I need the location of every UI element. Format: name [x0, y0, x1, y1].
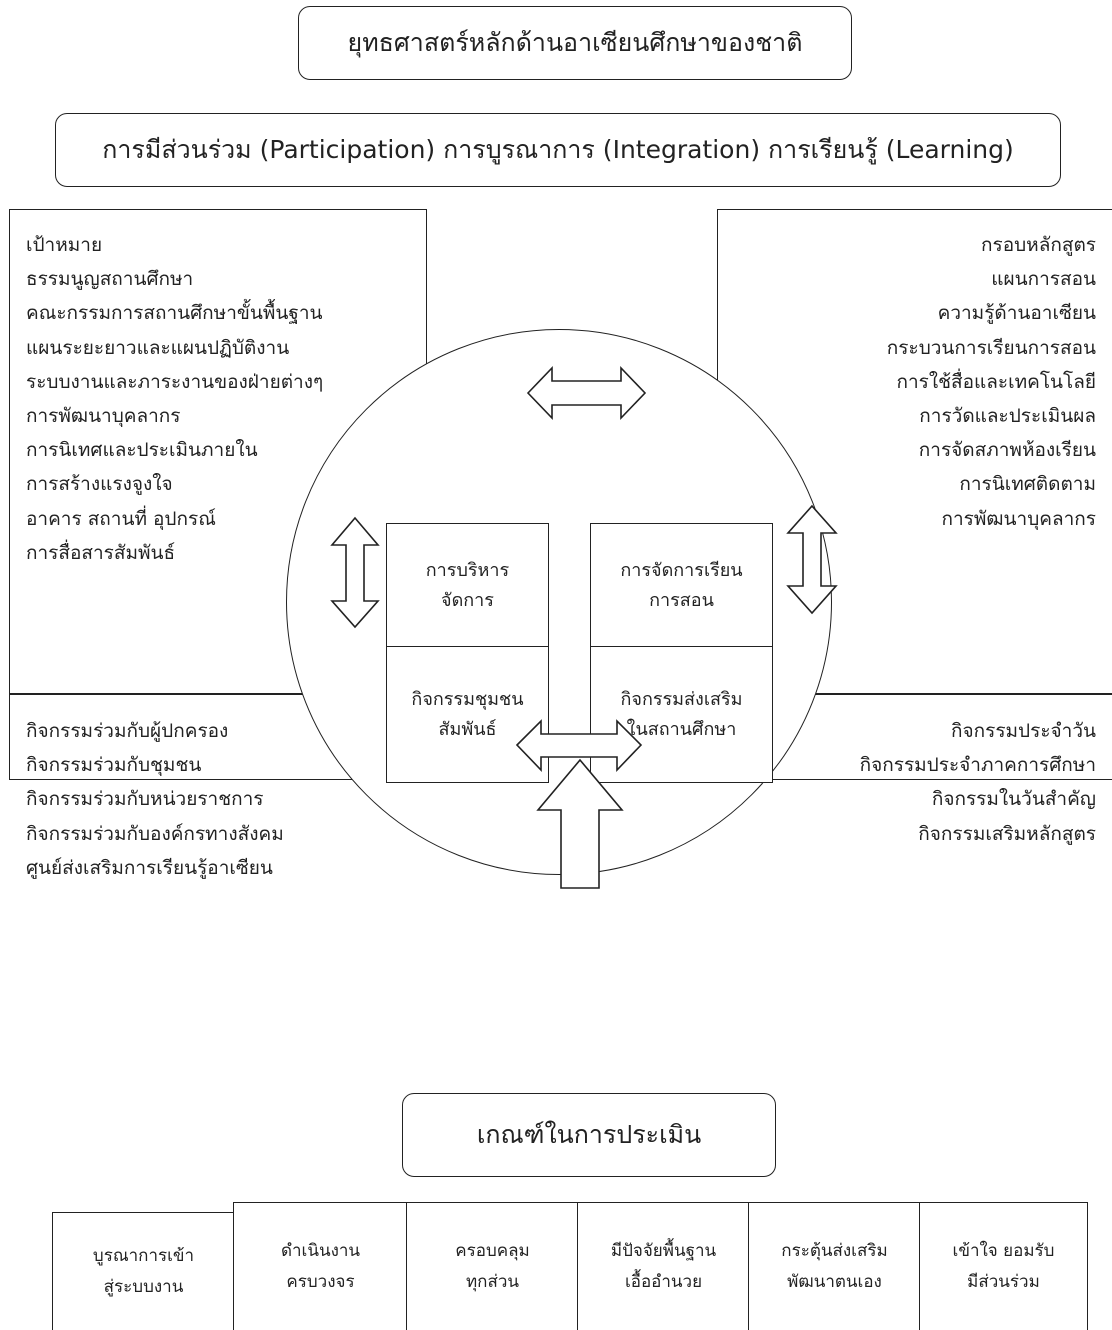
community-quadrant: กิจกรรมชุมชน สัมพันธ์: [386, 646, 549, 783]
list-item: กระบวนการเรียนการสอน: [886, 336, 1096, 359]
teaching-quadrant: การจัดการเรียน การสอน: [590, 523, 773, 648]
criteria-text: สู่ระบบงาน: [103, 1276, 184, 1297]
criteria-cell: บูรณาการเข้า สู่ระบบงาน: [52, 1212, 235, 1330]
evaluation-title: เกณฑ์ในการประเมิน: [402, 1093, 776, 1177]
criteria-cell: กระตุ้นส่งเสริม พัฒนาตนเอง: [748, 1202, 921, 1330]
list-item: กิจกรรมประจำภาคการศึกษา: [859, 754, 1096, 777]
list-item: การพัฒนาบุคลากร: [941, 507, 1096, 530]
management-list: เป้าหมาย ธรรมนูญสถานศึกษา คณะกรรมการสถาน…: [26, 228, 323, 570]
list-item: การพัฒนาบุคลากร: [26, 405, 181, 428]
double-arrow-horizontal-icon: [526, 366, 647, 420]
list-item: แผนการสอน: [991, 268, 1096, 291]
criteria-cell: ดำเนินงาน ครบวงจร: [233, 1202, 408, 1330]
list-item: แผนระยะยาวและแผนปฏิบัติงาน: [26, 336, 290, 359]
list-item: ความรู้ด้านอาเซียน: [937, 302, 1096, 325]
criteria-text: เข้าใจ ยอมรับ: [952, 1240, 1055, 1261]
list-item: การนิเทศติดตาม: [959, 473, 1096, 496]
criteria-text: มีส่วนร่วม: [967, 1271, 1040, 1292]
list-item: อาคาร สถานที่ อุปกรณ์: [26, 507, 216, 530]
list-item: กิจกรรมร่วมกับชุมชน: [26, 754, 202, 777]
double-arrow-vertical-icon: [786, 504, 838, 615]
list-item: ศูนย์ส่งเสริมการเรียนรู้อาเซียน: [26, 856, 273, 879]
community-list: กิจกรรมร่วมกับผู้ปกครอง กิจกรรมร่วมกับชุ…: [26, 714, 284, 885]
list-item: กรอบหลักสูตร: [981, 234, 1096, 256]
list-item: ระบบงานและภาระงานของฝ่ายต่างๆ: [26, 370, 324, 393]
criteria-text: เอื้ออำนวย: [624, 1271, 703, 1292]
quadrant-label: สัมพันธ์: [438, 718, 497, 740]
quadrant-label: กิจกรรมชุมชน: [411, 688, 524, 710]
double-arrow-horizontal-icon: [515, 719, 643, 772]
quadrant-label: การบริหาร: [425, 559, 510, 581]
criteria-text: บูรณาการเข้า: [92, 1245, 195, 1266]
list-item: ธรรมนูญสถานศึกษา: [26, 268, 194, 291]
criteria-text: ครบวงจร: [286, 1271, 355, 1292]
criteria-text: ทุกส่วน: [465, 1271, 520, 1292]
quadrant-label: ในสถานศึกษา: [626, 718, 737, 740]
list-item: กิจกรรมร่วมกับผู้ปกครอง: [26, 720, 229, 742]
list-item: การสร้างแรงจูงใจ: [26, 473, 173, 496]
management-quadrant: การบริหาร จัดการ: [386, 523, 549, 648]
up-arrow-icon: [536, 758, 624, 889]
list-item: กิจกรรมประจำวัน: [950, 720, 1096, 742]
list-item: การนิเทศและประเมินภายใน: [26, 439, 258, 462]
criteria-text: กระตุ้นส่งเสริม: [781, 1240, 888, 1261]
criteria-cell: มีปัจจัยพื้นฐาน เอื้ออำนวย: [577, 1202, 750, 1330]
criteria-text: ดำเนินงาน: [280, 1240, 361, 1261]
quadrant-label: จัดการ: [441, 589, 494, 611]
double-arrow-vertical-icon: [330, 516, 380, 629]
list-item: การสื่อสารสัมพันธ์: [26, 541, 176, 564]
criteria-cell: ครอบคลุม ทุกส่วน: [406, 1202, 579, 1330]
criteria-text: ครอบคลุม: [455, 1240, 530, 1261]
teaching-list: กรอบหลักสูตร แผนการสอน ความรู้ด้านอาเซีย…: [887, 228, 1096, 536]
criteria-text: พัฒนาตนเอง: [787, 1271, 882, 1292]
quadrant-label: การจัดการเรียน: [620, 559, 743, 581]
list-item: กิจกรรมร่วมกับหน่วยราชการ: [26, 788, 264, 811]
list-item: คณะกรรมการสถานศึกษาขั้นพื้นฐาน: [26, 302, 323, 325]
list-item: การจัดสภาพห้องเรียน: [918, 439, 1096, 462]
principles-banner: การมีส่วนร่วม (Participation) การบูรณากา…: [55, 113, 1061, 187]
criteria-cell: เข้าใจ ยอมรับ มีส่วนร่วม: [919, 1202, 1088, 1330]
list-item: กิจกรรมในวันสำคัญ: [931, 788, 1096, 811]
activities-list: กิจกรรมประจำวัน กิจกรรมประจำภาคการศึกษา …: [860, 714, 1096, 851]
list-item: การใช้สื่อและเทคโนโลยี: [896, 370, 1096, 393]
quadrant-label: กิจกรรมส่งเสริม: [620, 688, 743, 710]
quadrant-label: การสอน: [649, 589, 714, 611]
criteria-text: มีปัจจัยพื้นฐาน: [610, 1240, 717, 1261]
list-item: กิจกรรมร่วมกับองค์กรทางสังคม: [26, 822, 284, 845]
list-item: กิจกรรมเสริมหลักสูตร: [918, 822, 1096, 845]
list-item: การวัดและประเมินผล: [919, 405, 1096, 428]
list-item: เป้าหมาย: [26, 234, 103, 256]
page-title: ยุทธศาสตร์หลักด้านอาเซียนศึกษาของชาติ: [298, 6, 852, 80]
criteria-table: บูรณาการเข้า สู่ระบบงาน ดำเนินงาน ครบวงจ…: [52, 1202, 1088, 1330]
